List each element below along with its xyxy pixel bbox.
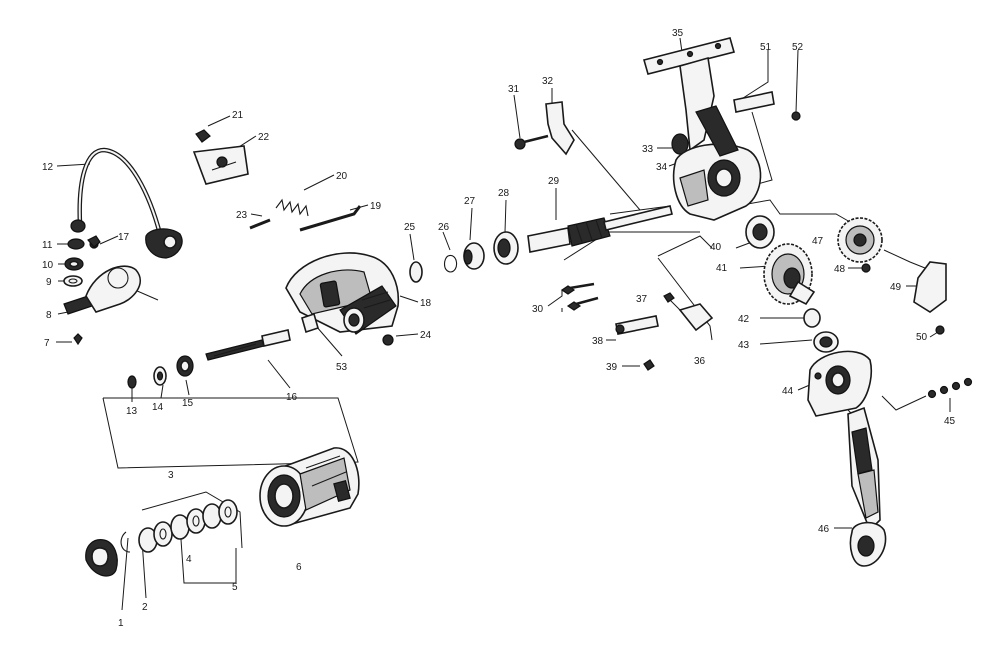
callout-7: 7 [44,338,50,349]
bail-screw [87,235,101,248]
shim [409,261,423,283]
callout-31: 31 [508,84,520,95]
bearing-40 [745,215,775,249]
spool [259,447,360,527]
bearing-front [493,231,519,265]
callout-38: 38 [592,336,604,347]
callout-24: 24 [420,330,432,341]
callout-17: 17 [118,232,130,243]
callout-30: 30 [532,304,544,315]
bail-trip-lever [299,205,362,232]
bracket-drag-washers-lower [179,524,237,584]
callout-32: 32 [542,76,554,87]
callout-49: 49 [890,282,902,293]
small-screw [195,129,211,143]
drag-washers [138,499,238,553]
bail-spring [275,198,309,217]
callout-46: 46 [818,524,830,535]
screw-31 [514,134,549,150]
callout-52: 52 [792,42,804,53]
screw-52 [791,111,801,121]
plate-51 [733,91,775,113]
callout-26: 26 [438,222,450,233]
stopper-parts [615,315,659,371]
main-shaft-parts [127,329,291,389]
bail-link [249,218,271,230]
rotor-washer-53 [301,312,319,334]
callout-13: 13 [126,406,138,417]
main-gear [763,243,816,306]
callout-3: 3 [168,470,174,481]
callout-9: 9 [46,277,52,288]
callout-10: 10 [42,260,54,271]
callout-43: 43 [738,340,750,351]
callout-45: 45 [944,416,956,427]
callout-20: 20 [336,171,348,182]
callout-25: 25 [404,222,416,233]
bail-cover-plate [192,145,249,185]
body-screws [560,282,599,311]
one-way-clutch [463,242,485,270]
callout-50: 50 [916,332,928,343]
callout-11: 11 [42,240,53,251]
cover-screws [927,377,973,399]
callout-33: 33 [642,144,654,155]
drag-knob [85,539,118,577]
callout-15: 15 [182,398,194,409]
callout-42: 42 [738,314,750,325]
anti-reverse-bracket [913,261,947,313]
snap-ring [443,254,458,273]
screw-37 [663,292,675,303]
callout-29: 29 [548,176,560,187]
callout-47: 47 [812,236,824,247]
anti-reverse-lever [678,303,714,332]
callout-40: 40 [710,242,722,253]
side-cover [807,350,872,417]
callout-8: 8 [46,310,52,321]
callout-19: 19 [370,201,382,212]
screw-50 [935,325,945,335]
callout-41: 41 [716,263,728,274]
callout-27: 27 [464,196,476,207]
callout-23: 23 [236,210,248,221]
callout-51: 51 [760,42,772,53]
reel-body [672,105,762,221]
callout-18: 18 [420,298,432,309]
reel-foot-stand [643,37,735,152]
callout-16: 16 [286,392,298,403]
callout-53: 53 [336,362,348,373]
callout-22: 22 [258,132,270,143]
screw-48 [861,263,871,273]
callout-48: 48 [834,264,846,275]
callout-44: 44 [782,386,794,397]
handle [847,406,887,567]
pinion-gear [527,205,673,253]
drive-gear-47 [837,217,883,263]
washer-42 [803,308,821,328]
rotor-nut [382,334,394,346]
callout-14: 14 [152,402,164,413]
callout-1: 1 [118,618,124,629]
callout-4: 4 [186,554,192,565]
callout-36: 36 [694,356,706,367]
callout-37: 37 [636,294,648,305]
callout-39: 39 [606,362,618,373]
callout-21: 21 [232,110,244,121]
bail-wire [77,147,183,259]
stopper-lever [545,101,575,156]
bearing-43 [813,331,839,353]
drag-clip [120,531,131,553]
callout-2: 2 [142,602,148,613]
callout-34: 34 [656,162,668,173]
rotor [285,252,400,335]
callout-12: 12 [42,162,54,173]
callout-6: 6 [296,562,302,573]
callout-28: 28 [498,188,510,199]
callout-labels: 1 2 3 4 5 6 7 8 9 10 11 12 13 14 15 16 1… [42,28,956,629]
parts [63,37,973,577]
callout-5: 5 [232,582,238,593]
callout-35: 35 [672,28,684,39]
bracket-main-shaft [102,397,359,469]
